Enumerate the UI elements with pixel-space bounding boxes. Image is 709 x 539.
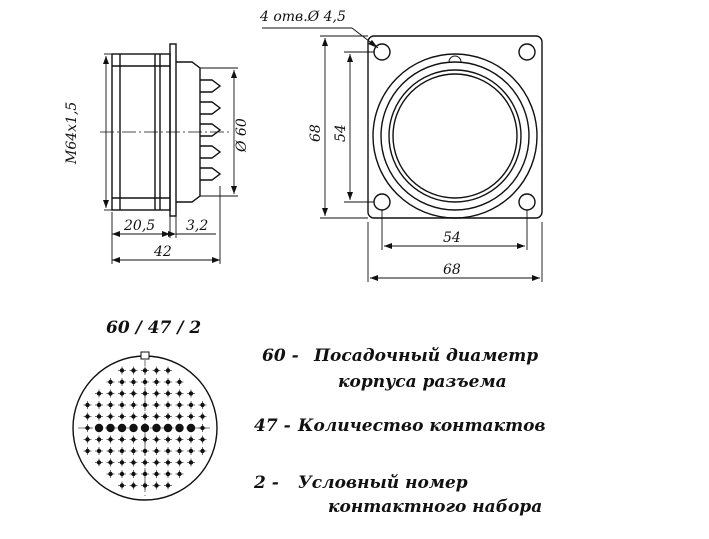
diameter-label: Ø 60 [234,118,250,153]
flange-thickness-label: 3,2 [186,218,208,234]
outer-height-label: 68 [308,124,324,142]
legend-contacts-line1: Количество контактов [298,416,546,436]
flange-offset-label: 20,5 [123,218,155,234]
side-dimensions [104,53,238,264]
legend-number-diameter: 60 - [262,346,299,366]
contact-pin [186,423,196,433]
contact-pin [106,423,115,433]
contact-pin [140,423,150,433]
inner-height-label: 54 [333,124,349,142]
legend-set-line1: Условный номер [298,473,468,493]
legend-diameter-line1: Посадочный диаметр [314,346,539,366]
contact-pin [175,423,184,433]
designation-code: 60 / 47 / 2 [106,318,202,338]
side-view [100,43,232,217]
contact-pin [94,423,104,433]
contact-pin [117,423,127,433]
contact-pin [152,423,161,433]
insert-key [140,351,150,360]
front-dimensions [262,27,543,282]
legend-number-contacts: 47 - [254,416,291,436]
contact-layout [72,351,218,501]
flange-ring [372,53,538,219]
contact-grid [83,366,207,490]
key-notch [448,55,462,63]
contact-pin [129,423,138,433]
contact-pins [200,79,222,181]
side-dimension-arrows [103,56,237,263]
front-view [367,35,543,219]
contact-pin [163,423,173,433]
mounting-hole [373,193,391,211]
mounting-hole [518,193,536,211]
holes-label: 4 отв.Ø 4,5 [259,9,346,25]
legend-diameter-line2: корпуса разъема [338,372,507,392]
legend-set-line2: контактного набора [328,497,543,517]
flange [169,43,177,217]
thread-label: M64x1,5 [64,102,80,165]
mounting-hole [518,43,536,61]
legend-number-set: 2 - [254,473,279,493]
inner-width-label: 54 [443,230,461,246]
total-length-label: 42 [153,244,172,260]
outer-width-label: 68 [443,262,461,278]
front-dimension-arrows [322,38,540,281]
